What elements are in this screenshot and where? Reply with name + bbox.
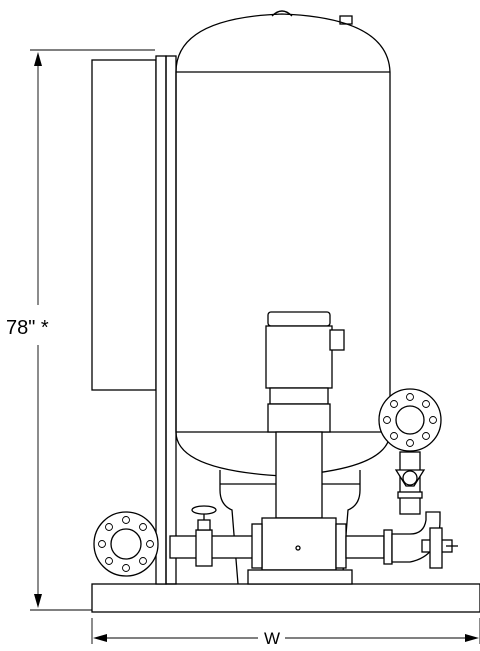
arrow-left-icon bbox=[93, 634, 107, 642]
pump-motor-assembly bbox=[247, 311, 353, 585]
discharge-flange bbox=[378, 388, 442, 452]
arrow-up-icon bbox=[34, 52, 42, 66]
suction-flange bbox=[93, 511, 159, 577]
skid-base bbox=[91, 583, 480, 613]
height-label: 78" * bbox=[6, 317, 49, 339]
arrow-right-icon bbox=[465, 634, 479, 642]
width-label: W bbox=[264, 629, 280, 648]
suction-pipe bbox=[169, 505, 259, 567]
discharge-riser bbox=[394, 451, 426, 515]
control-panel bbox=[91, 55, 177, 585]
pressure-tank bbox=[175, 10, 391, 585]
arrow-down-icon bbox=[34, 594, 42, 608]
discharge-pipe bbox=[345, 511, 458, 569]
width-dimension: W bbox=[91, 618, 480, 648]
height-dimension: 78" * bbox=[6, 49, 155, 611]
